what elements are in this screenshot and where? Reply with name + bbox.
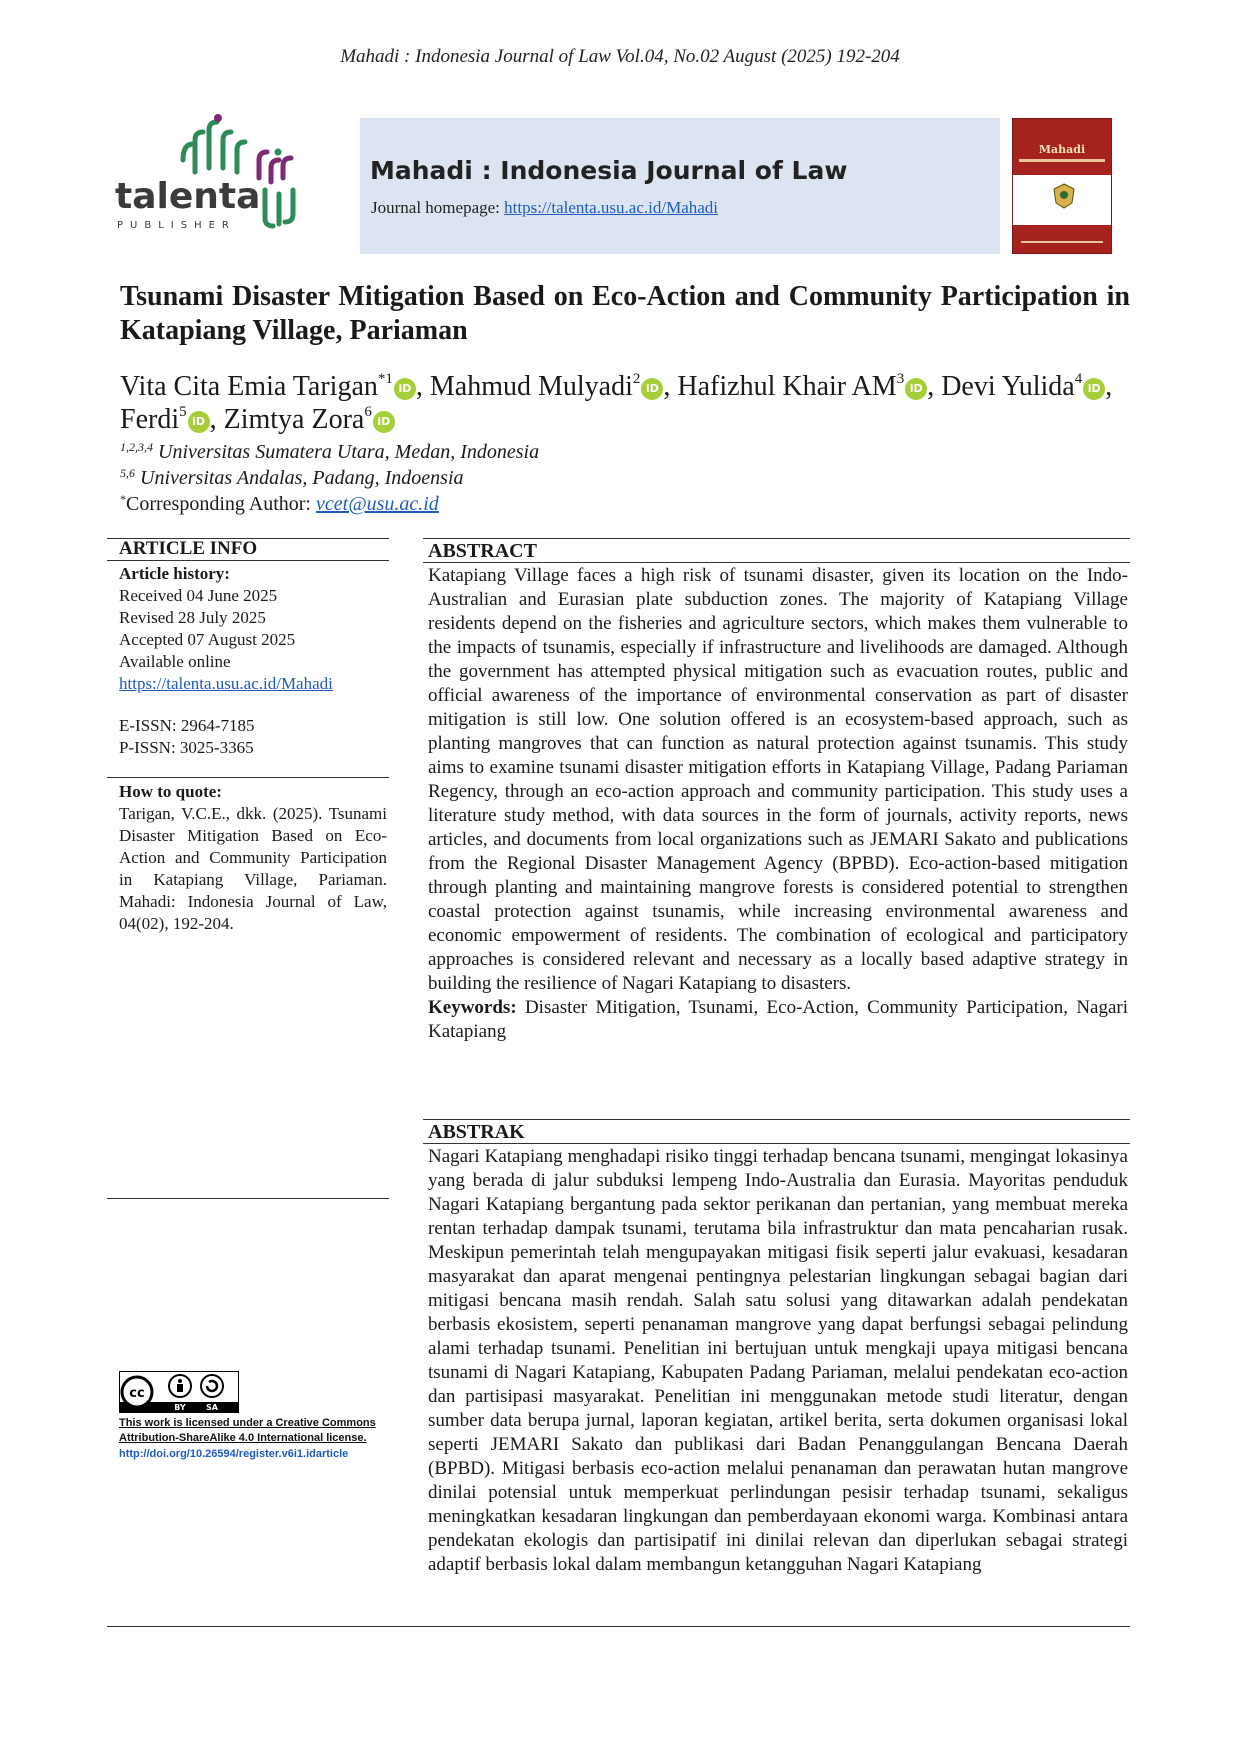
author-name: Vita Cita Emia Tarigan [120, 371, 378, 402]
divider [423, 538, 1130, 539]
revised-date: Revised 28 July 2025 [119, 608, 266, 627]
article-url-link[interactable]: https://talenta.usu.ac.id/Mahadi [119, 674, 333, 693]
accepted-date: Accepted 07 August 2025 [119, 630, 296, 649]
author-affiliation-marker: 6 [364, 404, 372, 420]
homepage-label: Journal homepage: [371, 198, 500, 217]
divider [107, 538, 389, 539]
abstrak-section: ABSTRAK Nagari Katapiang menghadapi risi… [428, 1120, 1128, 1577]
running-header: Mahadi : Indonesia Journal of Law Vol.04… [340, 46, 900, 67]
logo-tagline: PUBLISHER [117, 220, 236, 231]
abstrak-heading: ABSTRAK [428, 1121, 525, 1143]
logo-wordmark: talenta [115, 176, 260, 217]
affiliation-marker: 1,2,3,4 [120, 440, 153, 454]
affiliation-text: Universitas Andalas, Padang, Indoensia [140, 467, 464, 489]
divider [107, 1198, 389, 1199]
corresponding-label: Corresponding Author: [126, 493, 311, 515]
author-affiliation-marker: 5 [179, 404, 187, 420]
how-to-quote: How to quote: Tarigan, V.C.E., dkk. (202… [119, 781, 387, 935]
citation-text: Tarigan, V.C.E., dkk. (2025). Tsunami Di… [119, 804, 387, 933]
svg-text:cc: cc [129, 1386, 144, 1401]
svg-text:BY: BY [174, 1403, 186, 1412]
article-info: ARTICLE INFO Article history: Received 0… [119, 538, 387, 759]
divider [423, 1143, 1130, 1144]
abstrak-text: Nagari Katapiang menghadapi risiko tingg… [428, 1146, 1128, 1575]
corresponding-marker: * [120, 492, 126, 506]
homepage-link[interactable]: https://talenta.usu.ac.id/Mahadi [504, 198, 719, 217]
author-affiliation-marker: 2 [632, 371, 641, 387]
article-history-label: Article history: [119, 564, 230, 583]
svg-text:SA: SA [206, 1403, 219, 1412]
divider [423, 562, 1130, 563]
available-online: Available online [119, 652, 231, 671]
abstract-text: Katapiang Village faces a high risk of t… [428, 565, 1128, 994]
keywords: Keywords: Disaster Mitigation, Tsunami, … [428, 996, 1128, 1044]
orcid-icon[interactable]: iD [1083, 378, 1106, 400]
abstract-section: ABSTRACT Katapiang Village faces a high … [428, 539, 1128, 1044]
cover-title: Mahadi [1038, 143, 1086, 156]
article-info-heading: ARTICLE INFO [119, 538, 258, 559]
doi-link[interactable]: http://doi.org/10.26594/register.v6i1.id… [119, 1448, 349, 1460]
orcid-icon[interactable]: iD [393, 378, 416, 400]
eissn: E-ISSN: 2964-7185 [119, 716, 255, 735]
author-name: Devi Yulida [941, 371, 1075, 402]
divider [107, 1626, 1130, 1627]
how-to-quote-label: How to quote: [119, 782, 222, 801]
cc-by-sa-badge-icon[interactable]: cc BY SA [119, 1371, 239, 1413]
cover-footer-bar [1021, 241, 1103, 243]
received-date: Received 04 June 2025 [119, 586, 278, 605]
talenta-publisher-logo: talenta PUBLISHER [115, 114, 296, 231]
keywords-label: Keywords: [428, 997, 517, 1018]
journal-banner: Mahadi : Indonesia Journal of Law Journa… [360, 118, 1000, 254]
orcid-icon[interactable]: iD [905, 378, 928, 400]
abstract-heading: ABSTRACT [428, 540, 537, 562]
author-list: Vita Cita Emia Tarigan*1iD, Mahmud Mulya… [120, 371, 1113, 435]
affiliation-marker: 5,6 [120, 466, 135, 480]
divider [423, 1119, 1130, 1120]
author-name: Mahmud Mulyadi [429, 371, 633, 402]
orcid-icon[interactable]: iD [372, 411, 395, 433]
author-affiliation-marker: *1 [377, 371, 393, 387]
university-emblem-icon [1053, 183, 1075, 209]
logo-wave-icon [180, 114, 294, 185]
license-link[interactable]: This work is licensed under a Creative C… [119, 1417, 376, 1444]
divider [107, 560, 389, 561]
corresponding-author: *Corresponding Author: vcet@usu.ac.id [120, 493, 439, 516]
author-name: Ferdi [120, 404, 180, 435]
author-name: Hafizhul Khair AM [677, 371, 897, 402]
orcid-icon[interactable]: iD [641, 378, 664, 400]
author-affiliation-marker: 3 [896, 371, 905, 387]
journal-cover-thumbnail: Mahadi [1012, 118, 1112, 254]
orcid-icon[interactable]: iD [187, 411, 210, 433]
pissn: P-ISSN: 3025-3365 [119, 738, 254, 757]
author-name: Zimtya Zora [223, 404, 365, 435]
journal-homepage: Journal homepage: https://talenta.usu.ac… [371, 198, 718, 218]
divider [107, 777, 389, 778]
paper-title: Tsunami Disaster Mitigation Based on Eco… [120, 281, 1130, 346]
corresponding-email-link[interactable]: vcet@usu.ac.id [316, 493, 439, 515]
cover-subtitle-bar [1019, 159, 1105, 162]
author-affiliation-marker: 4 [1074, 371, 1083, 387]
affiliation-2: 5,6 Universitas Andalas, Padang, Indoens… [120, 467, 820, 490]
affiliation-text: Universitas Sumatera Utara, Medan, Indon… [158, 441, 540, 463]
license-notice: This work is licensed under a Creative C… [119, 1416, 389, 1462]
logo-wave-lower-icon [262, 187, 296, 229]
keywords-text: Disaster Mitigation, Tsunami, Eco-Action… [428, 997, 1129, 1042]
journal-title: Mahadi : Indonesia Journal of Law [370, 156, 848, 185]
affiliation-1: 1,2,3,4 Universitas Sumatera Utara, Meda… [120, 441, 820, 464]
